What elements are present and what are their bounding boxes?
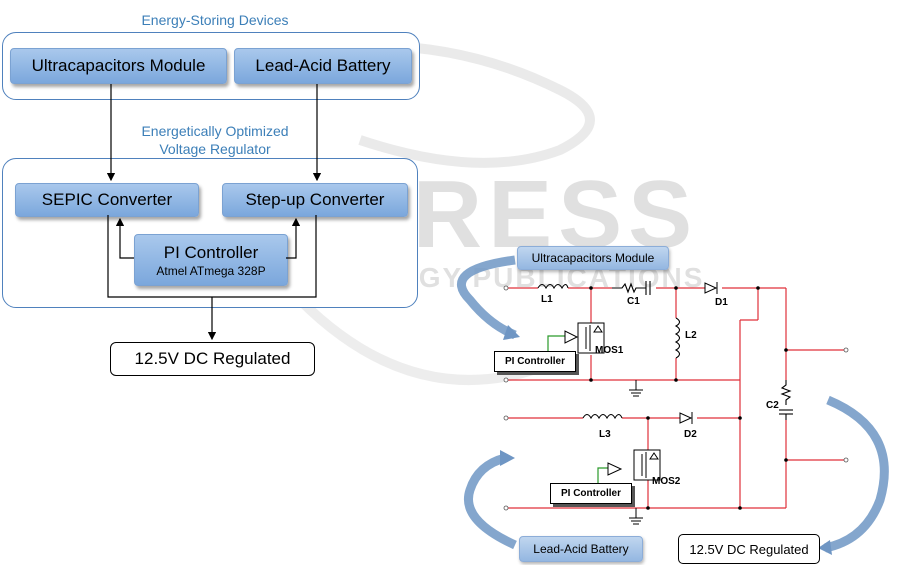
L2-inductor (674, 317, 681, 359)
pi-controller-label: PI Controller (163, 242, 259, 262)
L1-inductor (537, 283, 569, 290)
pi-controller-1-label: PI Controller (504, 356, 565, 367)
lead-acid-battery-label: Lead-Acid Battery (255, 56, 391, 75)
pi-controller-sub-label: Atmel ATmega 328P (156, 263, 266, 278)
C2-label: C2 (766, 400, 779, 411)
D2-diode (679, 412, 693, 424)
step-up-converter-label: Step-up Converter (245, 190, 385, 209)
sepic-converter-label: SEPIC Converter (41, 190, 173, 209)
circuit-output-box: 12.5V DC Regulated (678, 534, 820, 564)
circuit-battery-label: Lead-Acid Battery (533, 542, 629, 556)
pi-controller-2-label: PI Controller (560, 488, 621, 499)
circuit-battery-label-box: Lead-Acid Battery (519, 536, 643, 562)
circuit-output-label: 12.5V DC Regulated (689, 541, 809, 557)
C2-capacitor (780, 380, 792, 405)
group2-title-line1: Energetically Optimized (141, 123, 289, 139)
D1-diode (704, 282, 718, 294)
ultracapacitors-module-block: Ultracapacitors Module (10, 48, 227, 84)
pi-controller-1-box: PI Controller (494, 351, 576, 372)
MOS1-label: MOS1 (595, 345, 624, 356)
C1-label: C1 (627, 296, 640, 307)
D1-label: D1 (715, 297, 728, 308)
pi-controller-block: PI Controller Atmel ATmega 328P (134, 234, 288, 286)
curved-arrow-right (823, 395, 889, 553)
L3-label: L3 (599, 429, 611, 440)
pi-controller-2-box: PI Controller (550, 483, 632, 504)
step-up-converter-block: Step-up Converter (222, 183, 408, 217)
circuit-ultracap-label-box: Ultracapacitors Module (517, 246, 669, 270)
L3-inductor (582, 413, 623, 420)
curved-arrow-top (456, 255, 517, 340)
L2-label: L2 (685, 330, 697, 341)
group1-title: Energy-Storing Devices (141, 12, 289, 28)
output-box: 12.5V DC Regulated (110, 342, 315, 376)
ultracapacitors-module-label: Ultracapacitors Module (31, 56, 206, 75)
sepic-converter-block: SEPIC Converter (15, 183, 199, 217)
lead-acid-battery-block: Lead-Acid Battery (234, 48, 412, 84)
circuit-ultracap-label: Ultracapacitors Module (531, 251, 655, 265)
output-label: 12.5V DC Regulated (134, 349, 291, 368)
curved-arrow-bottom (464, 453, 517, 550)
MOS2-label: MOS2 (652, 476, 681, 487)
group2-title-line2: Voltage Regulator (159, 141, 271, 157)
C1-capacitor (612, 282, 646, 294)
D2-label: D2 (684, 429, 697, 440)
L1-label: L1 (541, 294, 553, 305)
